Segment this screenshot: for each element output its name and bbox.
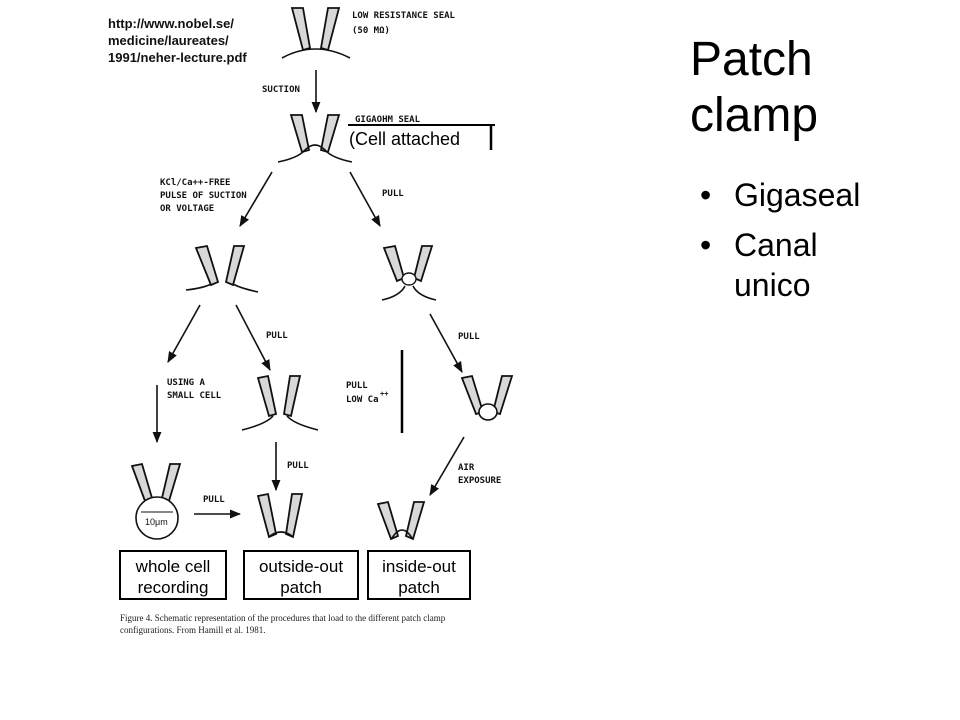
label-using-a: USING A [167, 378, 206, 388]
source-url-line-1: http://www.nobel.se/ [108, 16, 234, 31]
label-pull-5: PULL [203, 495, 225, 505]
label-air: AIR [458, 463, 475, 473]
caption-line-1: Figure 4. Schematic representation of th… [120, 613, 446, 623]
arrow-pull-2 [235, 304, 271, 371]
arrow-to-whole-cell-branch [239, 171, 273, 227]
inside-out-line-2: patch [398, 578, 440, 597]
label-gigaohm-seal: GIGAOHM SEAL [355, 115, 421, 125]
pipette-inside-out [376, 500, 426, 541]
bullet-item-canal-unico: • Canal unico [700, 225, 940, 305]
label-50-mohm: (50 MΩ) [352, 26, 390, 36]
pipette-cell-attached-pulled [381, 244, 437, 301]
label-pull-3: PULL [458, 332, 480, 342]
label-pull-4: PULL [287, 461, 309, 471]
result-box-outside-out: outside-out patch [243, 550, 359, 600]
outside-out-line-2: patch [280, 578, 322, 597]
bullet-item-gigaseal: • Gigaseal [700, 175, 940, 215]
whole-cell-line-2: recording [138, 578, 209, 597]
pipette-outside-out [256, 492, 304, 539]
label-cell-attached: (Cell attached [349, 129, 460, 149]
bullet-icon: • [700, 227, 712, 263]
source-url-line-3: 1991/neher-lecture.pdf [108, 50, 247, 65]
bullet-list: • Gigaseal • Canal unico [700, 175, 940, 315]
pipette-vesicle [460, 374, 514, 421]
label-pull-low-ca-1: PULL [346, 381, 368, 391]
whole-cell-line-1: whole cell [135, 557, 211, 576]
pipette-whole-cell [130, 462, 182, 540]
label-cell-size: 10μm [145, 517, 168, 527]
label-small-cell: SMALL CELL [167, 391, 222, 401]
pipette-whole-cell-intermediate [185, 244, 259, 293]
label-pull-1: PULL [382, 189, 404, 199]
label-exposure: EXPOSURE [458, 476, 501, 486]
label-kcl-3: OR VOLTAGE [160, 204, 214, 214]
label-kcl-1: KCl/Ca++-FREE [160, 178, 230, 188]
label-pull-low-ca-2: LOW Ca [346, 395, 379, 405]
pipette-gigaohm-seal [277, 114, 353, 163]
pipette-low-resistance [281, 7, 351, 59]
label-kcl-2: PULSE OF SUCTION [160, 191, 247, 201]
arrow-air-exposure [429, 436, 465, 496]
bullet-text: Canal unico [734, 227, 818, 303]
pipette-outside-out-intermediate [241, 374, 319, 431]
bullet-text: Gigaseal [734, 177, 861, 213]
label-pull-low-ca-sup: ++ [380, 390, 388, 398]
arrow-small-cell [167, 304, 201, 363]
bullet-icon: • [700, 177, 712, 213]
result-box-inside-out: inside-out patch [367, 550, 471, 600]
inside-out-line-1: inside-out [382, 557, 456, 576]
arrow-pull-1 [349, 171, 381, 227]
label-suction: SUCTION [262, 85, 300, 95]
outside-out-line-1: outside-out [259, 557, 343, 576]
arrow-pull-3 [429, 313, 463, 373]
result-box-whole-cell: whole cell recording [119, 550, 227, 600]
source-url-line-2: medicine/laureates/ [108, 33, 229, 48]
caption-line-2: configurations. From Hamill et al. 1981. [120, 625, 265, 635]
label-pull-2: PULL [266, 331, 288, 341]
label-low-resistance-seal: LOW RESISTANCE SEAL [352, 11, 456, 21]
slide-title: Patch clamp [690, 33, 819, 142]
